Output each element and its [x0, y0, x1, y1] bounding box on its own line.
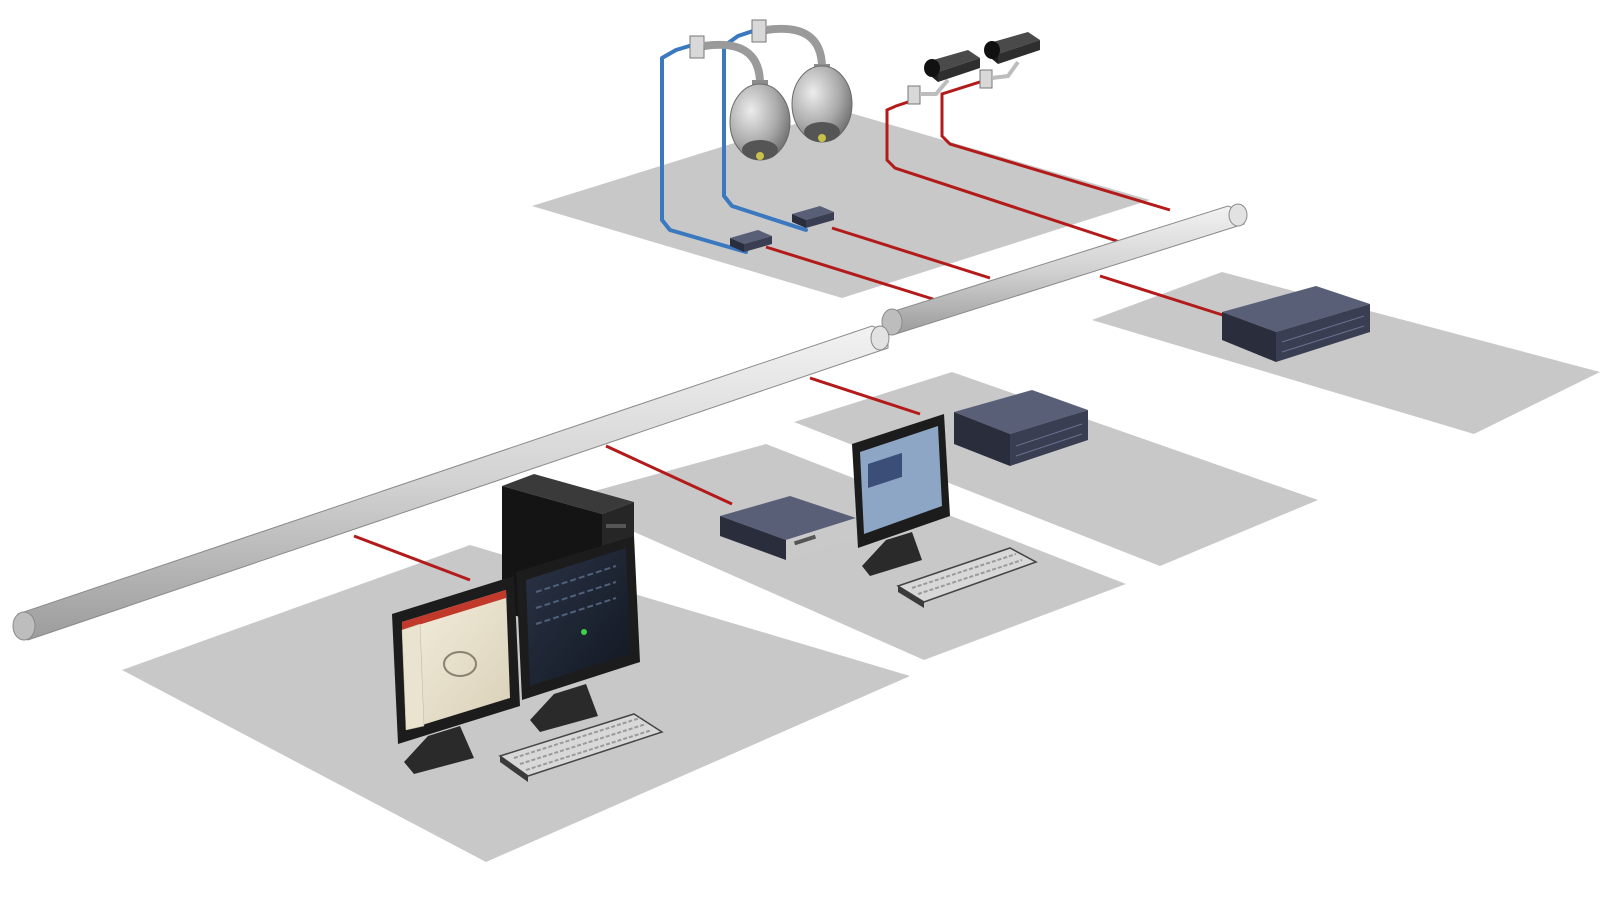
wall-plate-icon: [979, 69, 993, 89]
lower-network-switch: [12, 325, 890, 641]
keyboard-main: [498, 713, 664, 782]
coax-dome-1: [660, 42, 748, 254]
keyboard-icon: [896, 547, 1038, 608]
coax-cables: [660, 28, 808, 254]
video-decoder: [720, 496, 856, 560]
storage-array: [1222, 286, 1370, 362]
monitor: [852, 414, 950, 576]
wall-plate-icon: [751, 19, 767, 43]
encoder-icon: [730, 230, 772, 252]
decoder-zone: [562, 444, 1126, 660]
video-encoder-2: [792, 206, 834, 228]
cable-encoder-1: [765, 245, 937, 302]
wall-plate-icon: [907, 85, 921, 105]
video-encoder-1: [730, 230, 772, 252]
dome-camera-2: [751, 19, 853, 143]
cable-client: [809, 376, 921, 416]
dome-camera-1: [689, 35, 791, 161]
cable-decoder: [605, 444, 733, 506]
decoder-icon: [720, 496, 856, 560]
wall-plate-icon: [689, 35, 705, 59]
monitor-icon: [392, 576, 520, 774]
keyboard-icon: [498, 713, 664, 782]
box-camera-icon: [924, 50, 980, 82]
box-camera-icon: [984, 32, 1040, 64]
coax-dome-2: [722, 28, 808, 232]
storage-icon: [1222, 286, 1370, 362]
network-video-recorder: [954, 390, 1088, 466]
monitor-main-left: [392, 576, 520, 774]
cable-encoder-2: [831, 226, 991, 280]
monitor-icon: [852, 414, 950, 576]
encoder-icon: [792, 206, 834, 228]
upper-network-switch: [881, 203, 1248, 336]
keyboard: [896, 547, 1038, 608]
fixed-box-camera-2: [979, 32, 1040, 89]
cable-workstation: [353, 534, 471, 582]
monitor-main-right: [516, 536, 640, 732]
fixed-box-camera-1: [907, 50, 980, 105]
nvr-icon: [954, 390, 1088, 466]
client-workstation: [852, 414, 1038, 608]
cable-storage: [1099, 274, 1233, 320]
monitor-icon: [516, 536, 640, 732]
